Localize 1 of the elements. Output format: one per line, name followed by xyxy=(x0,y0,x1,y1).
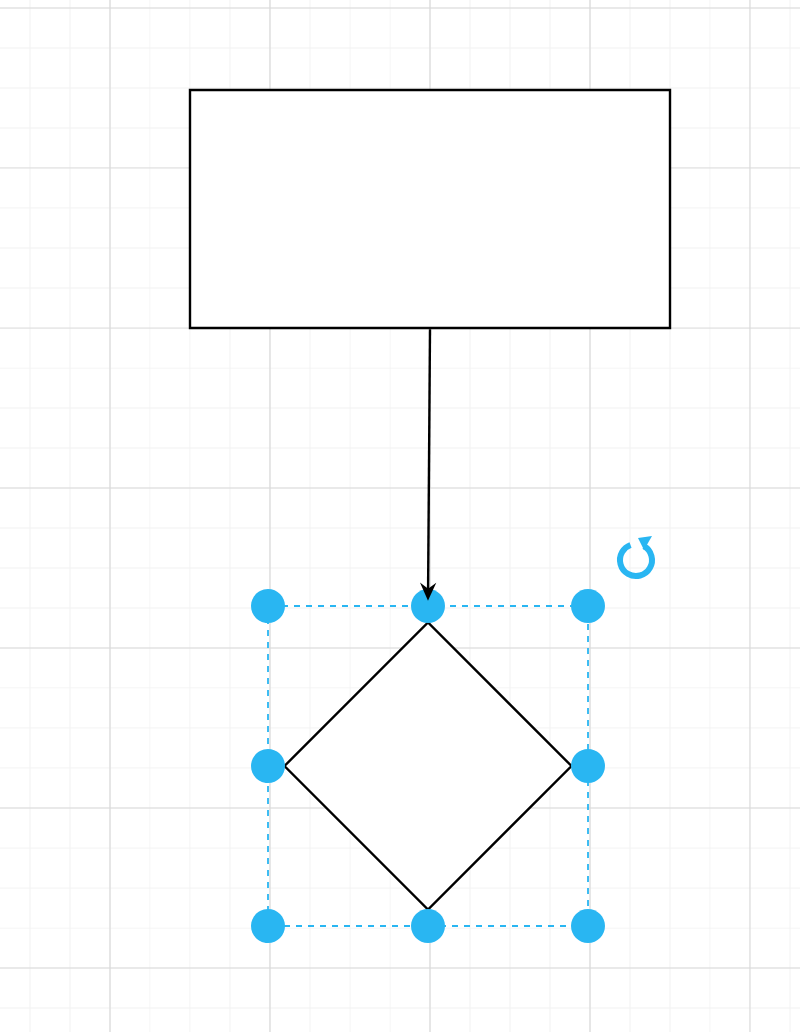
rectangle-shape xyxy=(188,88,672,330)
